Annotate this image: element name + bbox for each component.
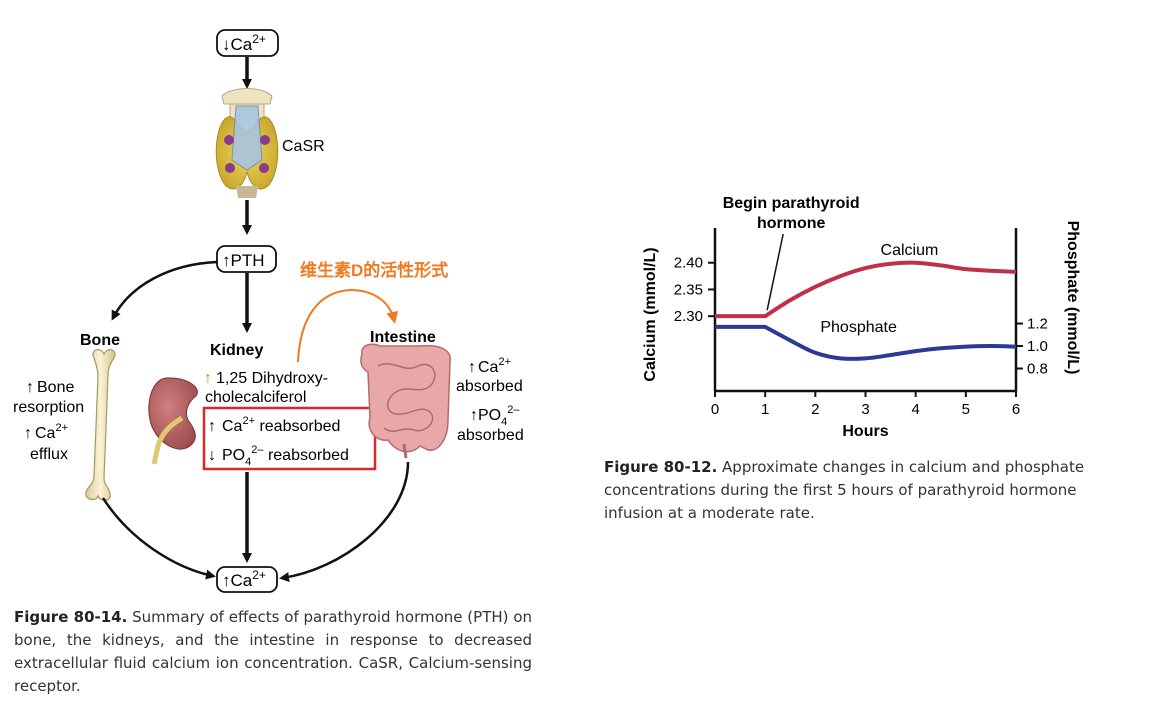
calcium-line — [715, 260, 1017, 319]
up-arrow-icon: ↑ — [468, 359, 476, 376]
high-calcium-box: ↑Ca2+ — [216, 566, 278, 593]
intestine-illustration — [360, 343, 451, 459]
caption-label: Figure 80-12. — [604, 458, 718, 476]
x-tick-label: 3 — [861, 401, 869, 418]
left-tick-label: 2.40 — [674, 255, 703, 272]
right-axis-label: Phosphate (mmol/L) — [1064, 221, 1081, 375]
caption-label: Figure 80-14. — [14, 608, 128, 626]
x-tick-label: 6 — [1012, 401, 1020, 418]
annotation-text-line1: Begin parathyroid — [723, 195, 860, 212]
phosphate-line — [715, 324, 1017, 361]
bone-effect-efflux: efflux — [30, 446, 68, 463]
svg-text:↑Ca2+: ↑Ca2+ — [222, 568, 266, 590]
x-axis-label: Hours — [842, 423, 888, 440]
caption-text: Summary of effects of parathyroid hormon… — [14, 608, 533, 695]
bone-title: Bone — [80, 332, 120, 349]
casr-label: CaSR — [282, 138, 325, 155]
caption-text: Approximate changes in calcium and phosp… — [604, 458, 1085, 522]
up-arrow-icon: ↑ — [26, 379, 34, 396]
up-arrow-icon: ↑ — [208, 418, 216, 435]
annotation-pointer — [766, 233, 784, 311]
up-arrow-icon: ↑ — [470, 407, 478, 424]
figure-caption-80-12: Figure 80-12. Approximate changes in cal… — [604, 456, 1132, 525]
calcium-series-label: Calcium — [881, 242, 939, 259]
x-tick-label: 4 — [911, 401, 919, 418]
intestine-ca-absorbed: absorbed — [456, 378, 523, 395]
left-axis-label: Calcium (mmol/L) — [642, 247, 659, 381]
chinese-annotation: 维生素D的活性形式 — [300, 260, 448, 280]
figure-caption-80-14: Figure 80-14. Summary of effects of para… — [14, 606, 532, 698]
svg-text:↑Ca2+: ↑Ca2+ — [24, 422, 68, 442]
svg-text:↓PO42– reabsorbed: ↓PO42– reabsorbed — [208, 444, 349, 468]
annotation-text-line2: hormone — [757, 215, 826, 232]
x-tick-label: 1 — [761, 401, 769, 418]
bone-illustration — [85, 349, 116, 501]
down-arrow-icon: ↓ — [222, 35, 231, 54]
svg-text:↑Ca2+: ↑Ca2+ — [468, 356, 511, 376]
low-calcium-box: ↓Ca2+ — [216, 29, 279, 57]
kidney-illustration — [148, 377, 198, 465]
svg-text:↑Bone: ↑Bone — [26, 379, 74, 396]
pth-box: ↑PTH — [216, 245, 277, 273]
intestine-title: Intestine — [370, 329, 436, 346]
up-arrow-icon: ↑ — [222, 251, 231, 270]
kidney-title: Kidney — [210, 342, 263, 359]
left-tick-label: 2.30 — [674, 308, 703, 325]
svg-text:↑1,25 Dihydroxy-: ↑1,25 Dihydroxy- — [204, 370, 328, 387]
svg-text:↑PTH: ↑PTH — [222, 251, 265, 270]
x-tick-label: 0 — [711, 401, 719, 418]
left-tick-label: 2.35 — [674, 281, 703, 298]
down-arrow-icon: ↓ — [208, 447, 216, 464]
calcium-phosphate-chart: 0 1 2 3 4 5 6 2.40 2.35 2.30 1.2 1.0 0.8 Calcium (mmo… — [642, 195, 1081, 440]
reabsorption-highlight-box — [202, 406, 377, 471]
right-tick-label: 1.0 — [1027, 338, 1048, 355]
phosphate-series-label: Phosphate — [820, 319, 897, 336]
svg-text:↑PO42–: ↑PO42– — [470, 404, 520, 428]
intestine-po4-absorbed: absorbed — [457, 427, 524, 444]
up-arrow-icon: ↑ — [204, 370, 212, 387]
bone-effect-resorption: resorption — [13, 399, 84, 416]
up-arrow-icon: ↑ — [222, 571, 231, 590]
right-tick-label: 0.8 — [1027, 361, 1048, 378]
x-tick-label: 2 — [811, 401, 819, 418]
pth-effects-diagram: ↓Ca2+ CaSR ↑PTH 维生素D的活性形式 Bone ↑Bone res… — [13, 29, 524, 593]
thyroid-illustration — [215, 88, 279, 198]
right-tick-label: 1.2 — [1027, 316, 1048, 333]
up-arrow-icon: ↑ — [24, 425, 32, 442]
svg-text:↑Ca2+ reabsorbed: ↑Ca2+ reabsorbed — [208, 415, 340, 435]
svg-text:↓Ca2+: ↓Ca2+ — [222, 32, 266, 54]
x-tick-label: 5 — [962, 401, 970, 418]
vitd-label: cholecalciferol — [205, 389, 306, 406]
